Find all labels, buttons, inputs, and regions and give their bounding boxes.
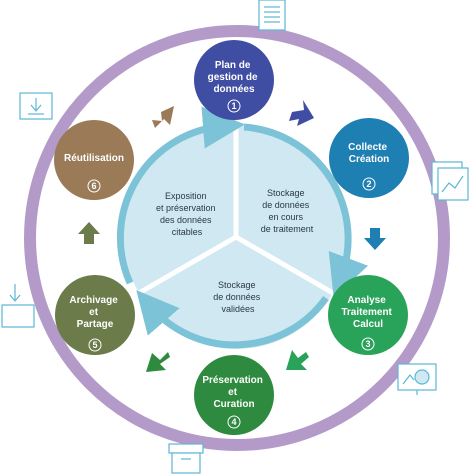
step-number: 4 [231,417,236,427]
arrow-plan-to-collecte [289,100,314,126]
step-number: 2 [366,179,371,189]
pie-arrow-right [243,123,369,298]
arrow-archivage-to-reutilisation [78,222,100,244]
step-collecte[interactable]: Collecte Création 2 [329,118,409,198]
arrow-preservation-to-archivage [146,352,170,372]
outer-ring [24,25,450,451]
step-number-badge [227,415,241,429]
step-plan[interactable]: Plan de gestion de données 1 [194,40,274,120]
pie-arrow-left [116,106,245,285]
step-number-badge [87,179,101,193]
step-arrows [78,100,386,372]
step-number: 5 [92,340,97,350]
svg-text:Réutilisation: Réutilisation [64,153,124,164]
step-number: 3 [365,339,370,349]
folder-icon [1,284,35,328]
step-reutilisation[interactable]: Réutilisation 6 [54,120,134,200]
svg-text:Collecte Création: Collecte Création [348,142,390,165]
svg-text:Plan de gestion de: Plan de gestion de données [208,60,261,95]
step-number: 1 [231,101,236,111]
center-left-text: Exposition et préservation des données c… [156,191,218,237]
presentation-icon [397,363,437,395]
center-right-text: Stockage de données en cours de traiteme… [261,188,314,234]
step-number-badge [361,337,375,351]
chart-window-icon [431,161,469,201]
document-icon [258,0,286,31]
arrow-reutilisation-to-plan [152,106,174,128]
center-pie [116,106,369,349]
pie-arrow-bottom [136,290,329,349]
step-number-badge [362,177,376,191]
center-bottom-text: Stockage de données validées [213,280,263,314]
step-number-badge [88,338,102,352]
svg-text:Préservation et Cu: Préservation et Curation [202,375,265,410]
svg-text:Analyse Traitement: Analyse Traitement Calcul [341,295,394,330]
arrow-analyse-to-preservation [286,350,309,370]
step-number-badge [227,99,241,113]
arrow-collecte-to-analyse [364,228,386,250]
step-number: 6 [91,181,96,191]
download-icon [19,92,53,120]
step-archivage[interactable]: Archivage et Partage 5 [55,275,135,355]
archive-box-icon [168,443,204,474]
step-analyse[interactable]: Analyse Traitement Calcul 3 [328,275,408,355]
step-preservation[interactable]: Préservation et Curation 4 [194,355,274,435]
svg-text:Archivage et Parta: Archivage et Partage [69,295,120,330]
